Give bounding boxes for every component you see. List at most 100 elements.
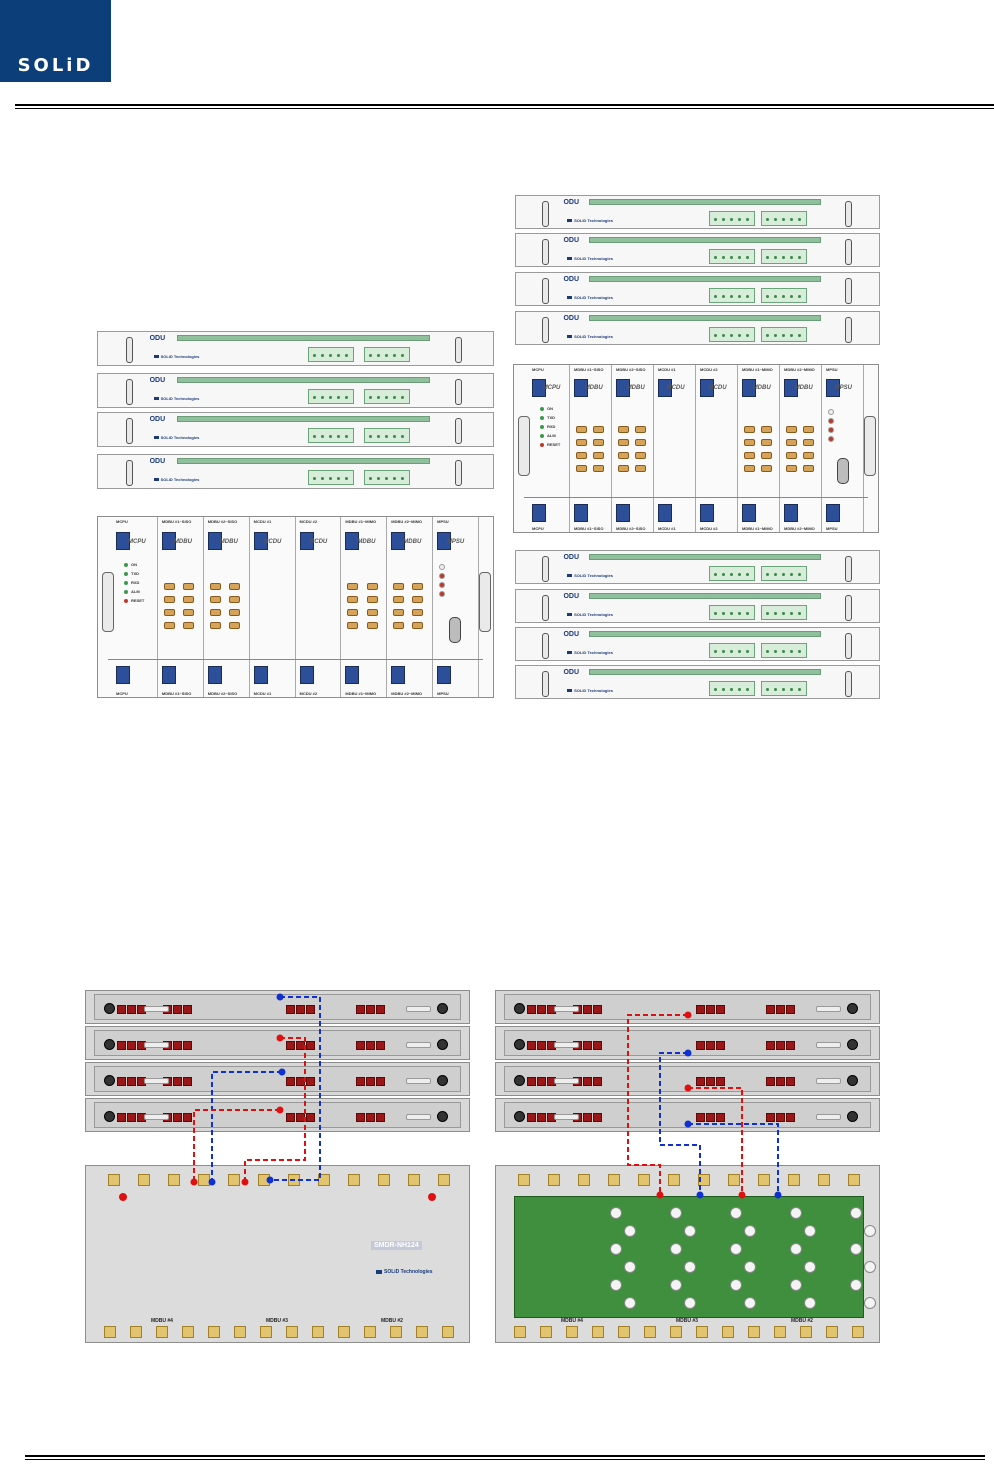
subrack-shelf bbox=[495, 1062, 880, 1096]
module-text: MDBU bbox=[794, 385, 813, 392]
led-panel bbox=[709, 681, 756, 696]
sma-port bbox=[312, 1326, 324, 1338]
slot-label-top: MCDU #2 bbox=[299, 519, 318, 524]
slot-label-top: MDBU #1~SISO bbox=[161, 519, 192, 524]
rf-connector bbox=[183, 621, 195, 629]
rf-connector bbox=[209, 595, 221, 603]
led-icon bbox=[773, 650, 777, 653]
sma-port bbox=[378, 1174, 390, 1186]
rf-connector bbox=[576, 438, 587, 446]
shelf-rod bbox=[553, 1114, 579, 1120]
rf-connector bbox=[618, 425, 629, 433]
sma-connector bbox=[286, 1041, 296, 1050]
handle-icon bbox=[541, 239, 549, 265]
odu-label: ODU bbox=[563, 199, 579, 206]
slot-handle bbox=[658, 503, 672, 522]
handle-icon bbox=[541, 595, 549, 621]
sma-connector bbox=[355, 1041, 365, 1050]
rf-connector bbox=[803, 438, 815, 446]
handle-icon bbox=[102, 571, 114, 632]
module-text: MCPU bbox=[128, 538, 146, 545]
shelf-rod bbox=[405, 1006, 431, 1012]
brand-label: SOLiD Technologies bbox=[567, 688, 613, 693]
led-icon bbox=[540, 443, 544, 448]
sma-connector bbox=[126, 1113, 136, 1122]
sma-connector bbox=[116, 1113, 126, 1122]
sma-port bbox=[848, 1174, 860, 1186]
connector-dot bbox=[696, 1191, 704, 1199]
rf-connector bbox=[618, 438, 629, 446]
shelf-rod bbox=[815, 1042, 841, 1048]
led-icon bbox=[738, 650, 742, 653]
slot-label-bottom: MCDU #1 bbox=[658, 526, 676, 531]
sma-connector bbox=[785, 1077, 795, 1086]
splitter-node bbox=[744, 1261, 756, 1273]
rf-port-icon bbox=[847, 1039, 858, 1050]
handle-icon bbox=[479, 571, 491, 632]
sma-port bbox=[608, 1174, 620, 1186]
splitter-node bbox=[624, 1225, 636, 1237]
led-icon bbox=[439, 582, 446, 589]
led-icon bbox=[714, 688, 718, 691]
led-panel bbox=[760, 681, 807, 696]
rf-connector bbox=[593, 464, 605, 472]
rf-port-icon bbox=[514, 1039, 525, 1050]
splitter-node bbox=[790, 1243, 802, 1255]
sma-port bbox=[578, 1174, 590, 1186]
splitter-node bbox=[850, 1207, 862, 1219]
sma-port bbox=[156, 1326, 168, 1338]
led-icon bbox=[368, 477, 372, 480]
rf-port-icon bbox=[437, 1111, 448, 1122]
sma-connector bbox=[126, 1041, 136, 1050]
sma-connector bbox=[716, 1005, 726, 1014]
led-icon bbox=[329, 396, 333, 399]
led-icon bbox=[828, 417, 834, 424]
led-icon bbox=[384, 354, 388, 357]
led-icon bbox=[797, 295, 801, 298]
rf-connector bbox=[593, 425, 605, 433]
rf-port-icon bbox=[104, 1003, 115, 1014]
led-icon bbox=[714, 218, 718, 221]
led-icon bbox=[797, 573, 801, 576]
handle-icon bbox=[125, 460, 133, 486]
rf-connector bbox=[347, 608, 359, 616]
led-icon bbox=[722, 218, 726, 221]
handle-icon bbox=[455, 460, 463, 486]
cable-blue bbox=[211, 1071, 282, 1182]
led-icon bbox=[765, 218, 769, 221]
led-icon bbox=[797, 650, 801, 653]
slot-handle bbox=[742, 378, 756, 397]
sma-connector bbox=[765, 1113, 775, 1122]
led-label: TXD bbox=[131, 570, 139, 576]
rf-connector bbox=[635, 451, 647, 459]
led-panel bbox=[760, 327, 807, 342]
sma-connector bbox=[183, 1005, 192, 1014]
connector-dot bbox=[208, 1178, 216, 1186]
led-icon bbox=[722, 295, 726, 298]
led-icon bbox=[722, 256, 726, 259]
sma-connector bbox=[126, 1005, 136, 1014]
rf-connector bbox=[618, 451, 629, 459]
sma-port bbox=[800, 1326, 812, 1338]
rack-slot bbox=[654, 365, 696, 532]
rf-connector bbox=[347, 582, 359, 590]
sma-connector bbox=[583, 1041, 592, 1050]
led-icon bbox=[730, 612, 734, 615]
led-icon bbox=[345, 435, 349, 438]
shelf-rod bbox=[143, 1006, 169, 1012]
led-icon bbox=[124, 580, 128, 585]
slot-handle bbox=[574, 378, 588, 397]
slot-label-bottom: MPSU bbox=[826, 526, 838, 531]
odu-strip bbox=[589, 315, 821, 321]
led-icon bbox=[781, 334, 785, 337]
odu-label: ODU bbox=[563, 593, 579, 600]
slot-handle bbox=[253, 666, 268, 685]
rf-connector bbox=[803, 464, 815, 472]
slot-label-top: MDBU #1~MIMO bbox=[742, 367, 773, 372]
rf-connector bbox=[209, 582, 221, 590]
led-icon bbox=[376, 354, 380, 357]
rf-connector bbox=[209, 608, 221, 616]
sma-connector bbox=[593, 1005, 602, 1014]
sma-port bbox=[644, 1326, 656, 1338]
